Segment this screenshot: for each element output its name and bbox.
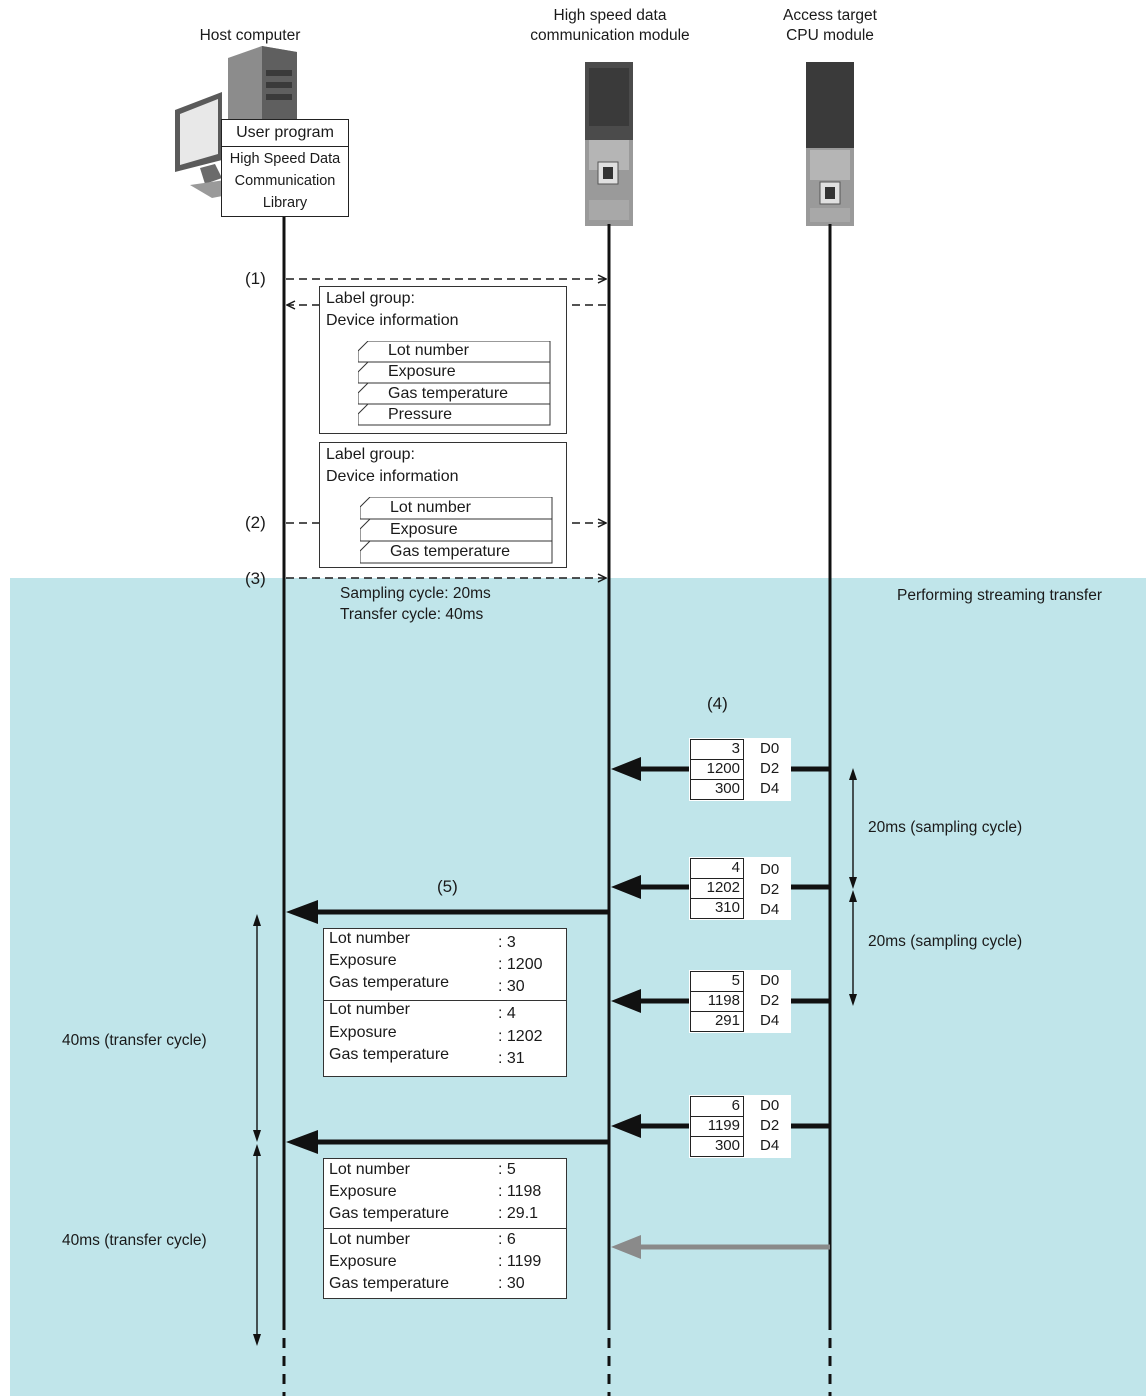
record-field-value: : 1200 xyxy=(498,956,542,974)
device-name: D2 xyxy=(760,760,779,777)
record-field-name: Lot number xyxy=(329,930,410,948)
record-field-name: Exposure xyxy=(329,952,397,970)
streaming-banner: Performing streaming transfer xyxy=(897,587,1102,605)
label-tag: Gas temperature xyxy=(390,543,510,561)
device-name: D2 xyxy=(760,1117,779,1134)
step-2-label: (2) xyxy=(245,513,266,533)
transfer-cycle-dimensions xyxy=(253,914,261,1346)
label-tag: Lot number xyxy=(388,342,469,360)
step-4-label: (4) xyxy=(707,694,728,714)
record-field-value: : 5 xyxy=(498,1161,516,1179)
device-name: D0 xyxy=(760,861,779,878)
sample-value: 1200 xyxy=(690,760,740,777)
sample-value: 1199 xyxy=(690,1117,740,1134)
record-field-value: : 6 xyxy=(498,1231,516,1249)
device-name: D0 xyxy=(760,972,779,989)
transfer-cycle-text: Transfer cycle: 40ms xyxy=(340,606,483,624)
device-name: D0 xyxy=(760,1097,779,1114)
sample-value: 4 xyxy=(690,859,740,876)
device-name: D2 xyxy=(760,992,779,1009)
step-5-label: (5) xyxy=(437,877,458,897)
device-name: D0 xyxy=(760,740,779,757)
record-field-value: : 30 xyxy=(498,978,525,996)
record-field-value: : 31 xyxy=(498,1050,525,1068)
device-name: D4 xyxy=(760,1012,779,1029)
sample-value: 3 xyxy=(690,740,740,757)
device-name: D2 xyxy=(760,881,779,898)
sampling-cycle-dimensions xyxy=(849,768,857,1006)
label-tag: Exposure xyxy=(390,521,458,539)
record-field-value: : 29.1 xyxy=(498,1205,538,1223)
label-tag: Gas temperature xyxy=(388,385,508,403)
sample-value: 291 xyxy=(690,1012,740,1029)
sample-value: 300 xyxy=(690,1137,740,1154)
sample-value: 6 xyxy=(690,1097,740,1114)
record-field-value: : 1199 xyxy=(498,1253,541,1271)
transfer-interval-label-2: 40ms (transfer cycle) xyxy=(62,1232,207,1250)
sample-value: 5 xyxy=(690,972,740,989)
record-field-name: Exposure xyxy=(329,1024,397,1042)
record-field-name: Lot number xyxy=(329,1001,410,1019)
record-field-value: : 1198 xyxy=(498,1183,541,1201)
hsdcm-module-icon xyxy=(585,62,633,226)
sampling-cycle-text: Sampling cycle: 20ms xyxy=(340,585,491,603)
step-1-label: (1) xyxy=(245,269,266,289)
host-computer-label: Host computer xyxy=(170,26,330,46)
label-tag: Exposure xyxy=(388,363,456,381)
record-field-name: Gas temperature xyxy=(329,1046,449,1064)
sample-value: 300 xyxy=(690,780,740,797)
step-3-label: (3) xyxy=(245,569,266,589)
device-name: D4 xyxy=(760,901,779,918)
cpu-module-icon xyxy=(806,62,854,226)
cpu-module-label: Access target CPU module xyxy=(750,6,910,46)
record-field-value: : 4 xyxy=(498,1005,516,1023)
sample-value: 1202 xyxy=(690,879,740,896)
sampling-interval-label-1: 20ms (sampling cycle) xyxy=(868,819,1022,837)
user-program-label: User program xyxy=(222,120,348,147)
record-field-name: Gas temperature xyxy=(329,1205,449,1223)
device-name: D4 xyxy=(760,1137,779,1154)
label-tag: Pressure xyxy=(388,406,452,424)
transfer-packet-2: Lot number : 5 Exposure : 1198 Gas tempe… xyxy=(323,1158,567,1299)
record-field-name: Exposure xyxy=(329,1183,397,1201)
record-field-name: Lot number xyxy=(329,1161,410,1179)
record-field-value: : 1202 xyxy=(498,1028,542,1046)
record-field-name: Gas temperature xyxy=(329,974,449,992)
label-group-2: Label group: Device information Lot numb… xyxy=(319,442,567,568)
host-software-box: User program High Speed Data Communicati… xyxy=(221,119,349,217)
label-group-1: Label group: Device information Lot numb… xyxy=(319,286,567,434)
library-label: High Speed Data Communication Library xyxy=(222,147,348,214)
record-field-name: Exposure xyxy=(329,1253,397,1271)
sample-value: 310 xyxy=(690,899,740,916)
hsdcm-label: High speed data communication module xyxy=(500,6,720,46)
record-field-name: Gas temperature xyxy=(329,1275,449,1293)
sampling-interval-label-2: 20ms (sampling cycle) xyxy=(868,933,1022,951)
transfer-interval-label-1: 40ms (transfer cycle) xyxy=(62,1032,207,1050)
transfer-packet-1: Lot number : 3 Exposure : 1200 Gas tempe… xyxy=(323,928,567,1077)
record-field-value: : 30 xyxy=(498,1275,525,1293)
device-name: D4 xyxy=(760,780,779,797)
record-field-value: : 3 xyxy=(498,934,516,952)
record-field-name: Lot number xyxy=(329,1231,410,1249)
label-tag: Lot number xyxy=(390,499,471,517)
sample-value: 1198 xyxy=(690,992,740,1009)
